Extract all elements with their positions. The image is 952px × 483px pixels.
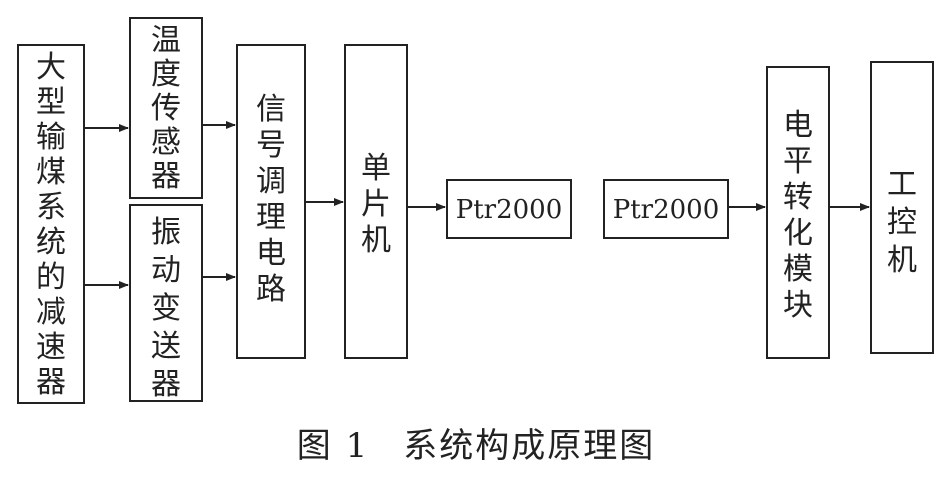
ipc-label: 工控机	[887, 167, 917, 278]
reducer-label: 大型输煤系统的减速器	[36, 50, 66, 400]
ptr2000-right-box	[603, 179, 729, 239]
level-conversion-box	[766, 66, 830, 359]
figure-number: 图 1	[296, 426, 370, 466]
signal-conditioning-label: 信号调理电路	[256, 92, 286, 307]
ipc-box	[870, 61, 934, 354]
mcu-box	[344, 44, 408, 359]
temp-sensor-label: 温度传感器	[151, 23, 181, 194]
figure-title: 系统构成原理图	[403, 426, 656, 466]
figure-caption: 图 1 系统构成原理图	[0, 418, 952, 467]
mcu-label: 单片机	[361, 151, 391, 258]
reducer-box	[17, 44, 85, 404]
ptr2000-right-label: Ptr2000	[613, 195, 720, 225]
vibration-transmitter-box	[129, 204, 203, 402]
ptr2000-left-box	[446, 179, 572, 239]
temp-sensor-box	[129, 17, 203, 199]
ptr2000-left-label: Ptr2000	[456, 195, 563, 225]
vibration-transmitter-label: 振动变送器	[151, 215, 181, 402]
level-conversion-label: 电平转化模块	[783, 108, 813, 323]
